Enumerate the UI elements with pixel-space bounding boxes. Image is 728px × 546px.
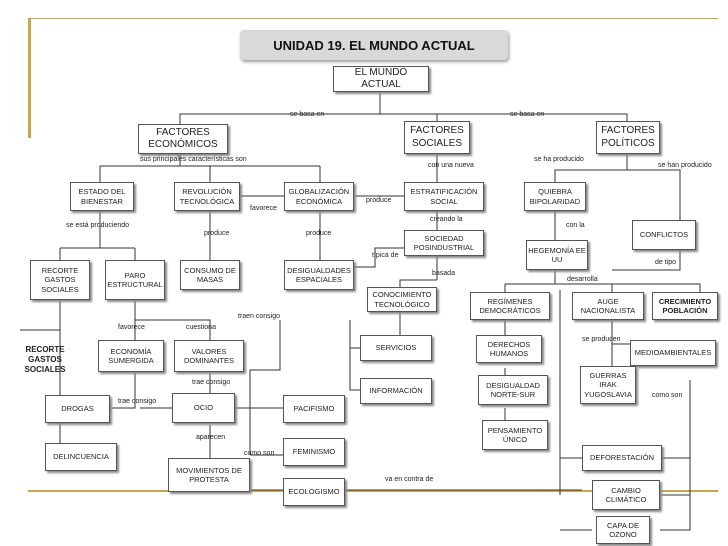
node-economia-sumergida: ECONOMÍA SUMERGIDA xyxy=(98,340,164,372)
node-pacifismo: PACIFISMO xyxy=(283,395,345,423)
label-creando-la: creando la xyxy=(430,216,463,223)
label-traen-consigo-1: traen consigo xyxy=(238,313,281,320)
page-title: UNIDAD 19. EL MUNDO ACTUAL xyxy=(240,30,508,60)
label-se-basa-en-1: se basa en xyxy=(290,111,325,118)
node-feminismo: FEMINISMO xyxy=(283,438,345,466)
node-crecimiento-poblacion: CRECIMIENTO POBLACIÓN xyxy=(652,292,718,320)
node-deforestacion: DEFORESTACIÓN xyxy=(582,445,662,471)
node-recorte-gastos-1: RECORTE GASTOS SOCIALES xyxy=(30,260,90,300)
label-favorece-2: favorece xyxy=(118,324,145,331)
node-delincuencia: DELINCUENCIA xyxy=(45,443,117,471)
node-desigualdades-espaciales: DESIGUALDADES ESPACIALES xyxy=(284,260,354,290)
label-trae-consigo-2: trae consigo xyxy=(192,379,231,386)
label-cuestiona: cuestiona xyxy=(186,324,216,331)
frame-bottom-line xyxy=(28,490,718,492)
frame-left-line xyxy=(28,18,31,138)
node-ocio: OCIO xyxy=(172,393,235,423)
label-basada: basada xyxy=(432,270,455,277)
node-conocimiento-tecnologico: CONOCIMIENTO TECNOLÓGICO xyxy=(367,287,437,312)
node-guerras: GUERRAS IRAK YUGOSLAVIA xyxy=(580,366,636,404)
node-paro-estructural: PARO ESTRUCTURAL xyxy=(105,260,165,300)
label-produce-1: produce xyxy=(366,197,392,204)
label-se-ha-producido: se ha producido xyxy=(534,156,584,163)
node-sociedad-posindustrial: SOCIEDAD POSINDUSTRIAL xyxy=(404,230,484,256)
node-recorte-gastos-2: RECORTE GASTOS SOCIALES xyxy=(24,345,66,374)
node-hegemonia-eeuu: HEGEMONÍA EE UU xyxy=(526,240,588,270)
node-pensamiento-unico: PENSAMIENTO ÚNICO xyxy=(482,420,548,450)
node-desigualdad-norte-sur: DESIGUALDAD NORTE-SUR xyxy=(478,375,548,405)
node-valores-dominantes: VALORES DOMINANTES xyxy=(174,340,244,372)
label-como-son-1: como son xyxy=(652,392,683,399)
node-auge-nacionalista: AUGE NACIONALISTA xyxy=(572,292,644,320)
node-movimientos-protesta: MOVIMIENTOS DE PROTESTA xyxy=(168,458,250,492)
node-globalizacion: GLOBALIZACIÓN ECONÓMICA xyxy=(284,182,354,211)
node-consumo-masas: CONSUMO DE MASAS xyxy=(180,260,240,290)
node-medioambientales: MEDIOAMBIENTALES xyxy=(630,340,716,366)
label-con-una-nueva: con una nueva xyxy=(428,162,474,169)
node-estratificacion: ESTRATIFICACIÓN SOCIAL xyxy=(404,182,484,211)
label-produce-3: produce xyxy=(306,230,332,237)
node-estado-bienestar: ESTADO DEL BIENESTAR xyxy=(70,182,134,211)
node-conflictos: CONFLICTOS xyxy=(632,220,696,250)
label-caracteristicas: sus principales características son xyxy=(140,156,247,163)
node-drogas: DROGAS xyxy=(45,395,110,423)
node-capa-ozono: CAPA DE OZONO xyxy=(596,516,650,544)
label-aparecen: aparecen xyxy=(196,434,226,441)
node-factores-politicos: FACTORES POLÍTICOS xyxy=(596,121,660,154)
node-servicios: SERVICIOS xyxy=(360,335,432,361)
label-desarrolla: desarrolla xyxy=(567,276,598,283)
node-informacion: INFORMACIÓN xyxy=(360,378,432,404)
label-trae-consigo-3: trae consigo xyxy=(118,398,157,405)
label-favorece-1: favorece xyxy=(250,205,277,212)
node-factores-sociales: FACTORES SOCIALES xyxy=(404,121,470,154)
node-derechos-humanos: DERECHOS HUMANOS xyxy=(476,335,542,363)
label-como-son-2: como son xyxy=(244,450,275,457)
label-se-esta-produciendo: se está produciendo xyxy=(66,222,130,229)
label-se-han-producido: se han producido xyxy=(658,162,712,169)
label-de-tipo: de tipo xyxy=(655,259,677,266)
label-se-basa-en-2: se basa en xyxy=(510,111,545,118)
node-regimenes-democraticos: REGÍMENES DEMOCRÁTICOS xyxy=(470,292,550,320)
frame-top-line xyxy=(28,18,718,19)
label-tipica-de: típica de xyxy=(372,252,399,259)
label-se-producen: se producen xyxy=(582,336,621,343)
node-revolucion-tecnologica: REVOLUCIÓN TECNOLÓGICA xyxy=(174,182,240,211)
label-va-en-contra-de: va en contra de xyxy=(385,476,434,483)
label-con-la: con la xyxy=(566,222,585,229)
node-quiebra-bipolaridad: QUIEBRA BIPOLARIDAD xyxy=(524,182,586,211)
label-produce-2: produce xyxy=(204,230,230,237)
node-ecologismo: ECOLOGISMO xyxy=(283,478,345,506)
node-mundo-actual: EL MUNDO ACTUAL xyxy=(333,66,429,92)
node-factores-economicos: FACTORES ECONÓMICOS xyxy=(138,124,228,154)
node-cambio-climatico: CAMBIO CLIMÁTICO xyxy=(592,480,660,510)
